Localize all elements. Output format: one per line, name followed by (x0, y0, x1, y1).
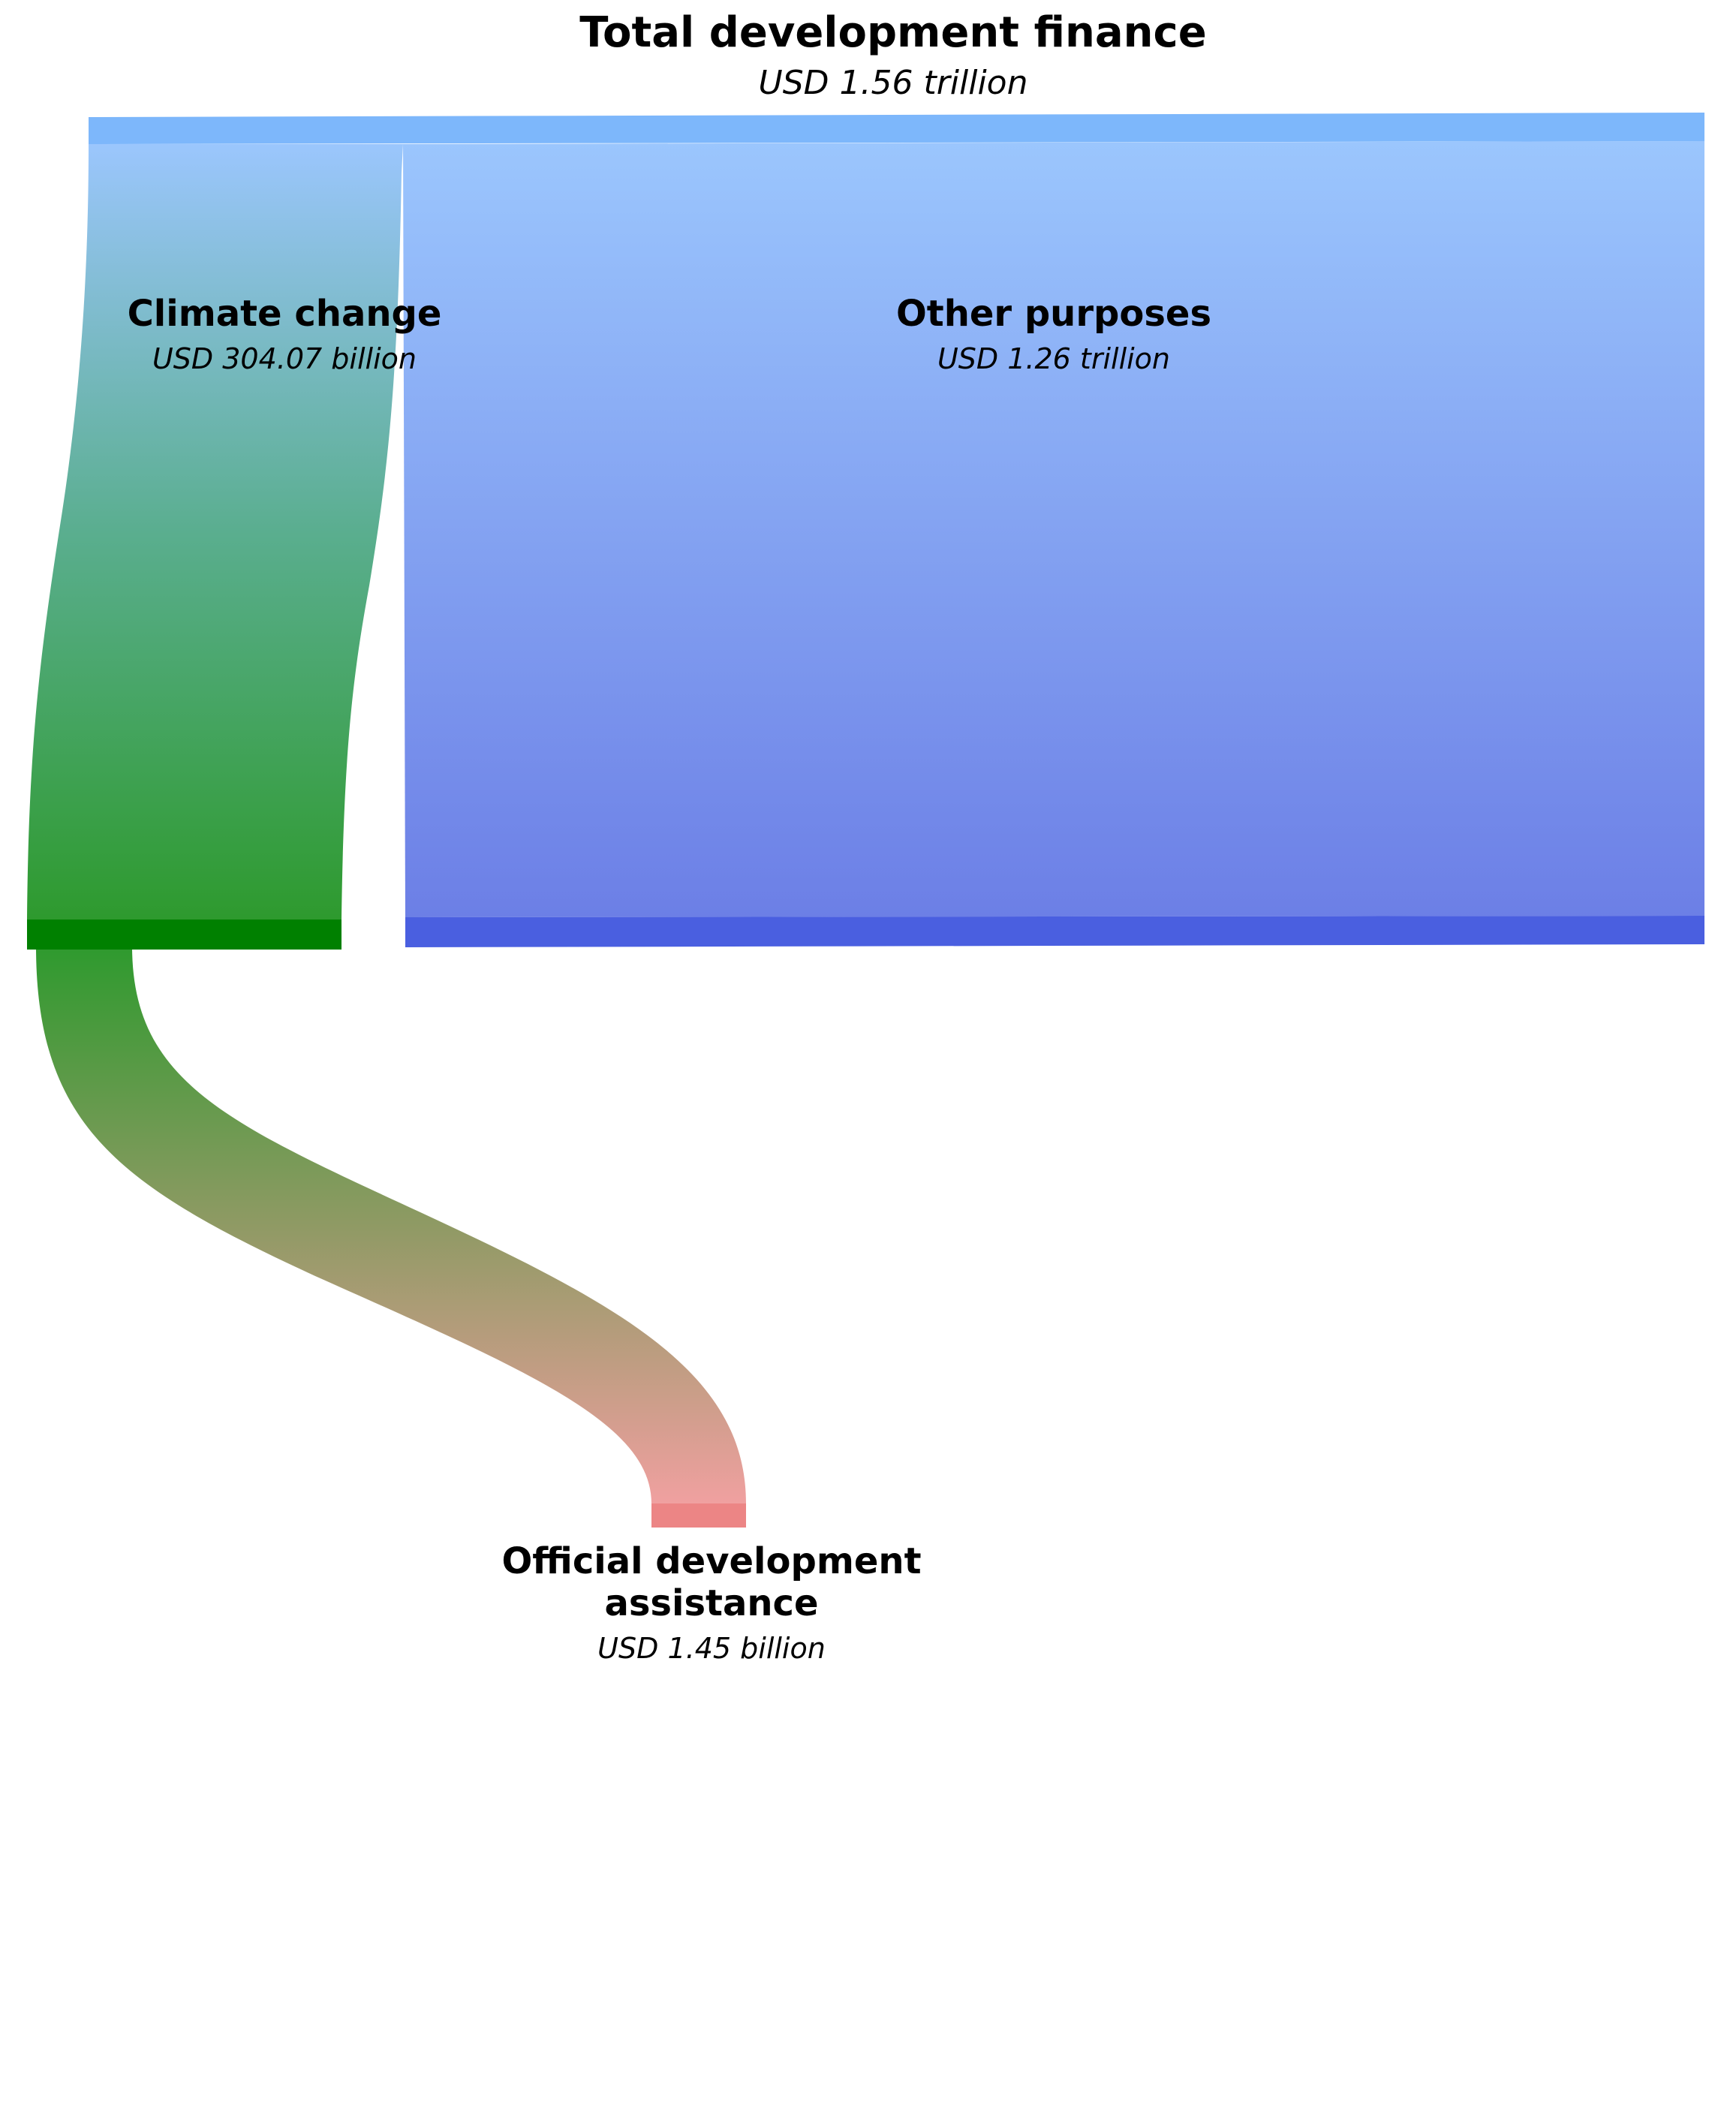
node-total-name: Total development finance (579, 8, 1206, 57)
node-oda-bar[interactable] (651, 1503, 746, 1528)
node-total-bar[interactable] (89, 113, 1704, 144)
node-other-bar[interactable] (405, 916, 1704, 947)
node-climate-value: USD 304.07 billion (152, 342, 417, 375)
node-other-value: USD 1.26 trillion (937, 342, 1170, 375)
flow-climate-to-oda (36, 946, 746, 1503)
node-climate-name: Climate change (128, 293, 442, 335)
node-climate-bar[interactable] (27, 920, 341, 950)
node-oda-value: USD 1.45 billion (597, 1632, 826, 1665)
node-oda-name-line2: assistance (604, 1582, 818, 1624)
flow-total-to-climate (27, 144, 403, 920)
flow-total-to-other (403, 141, 1704, 917)
node-other-name: Other purposes (896, 293, 1211, 335)
node-total-value: USD 1.56 trillion (758, 64, 1027, 102)
node-oda-name-line1: Official development (501, 1540, 921, 1582)
